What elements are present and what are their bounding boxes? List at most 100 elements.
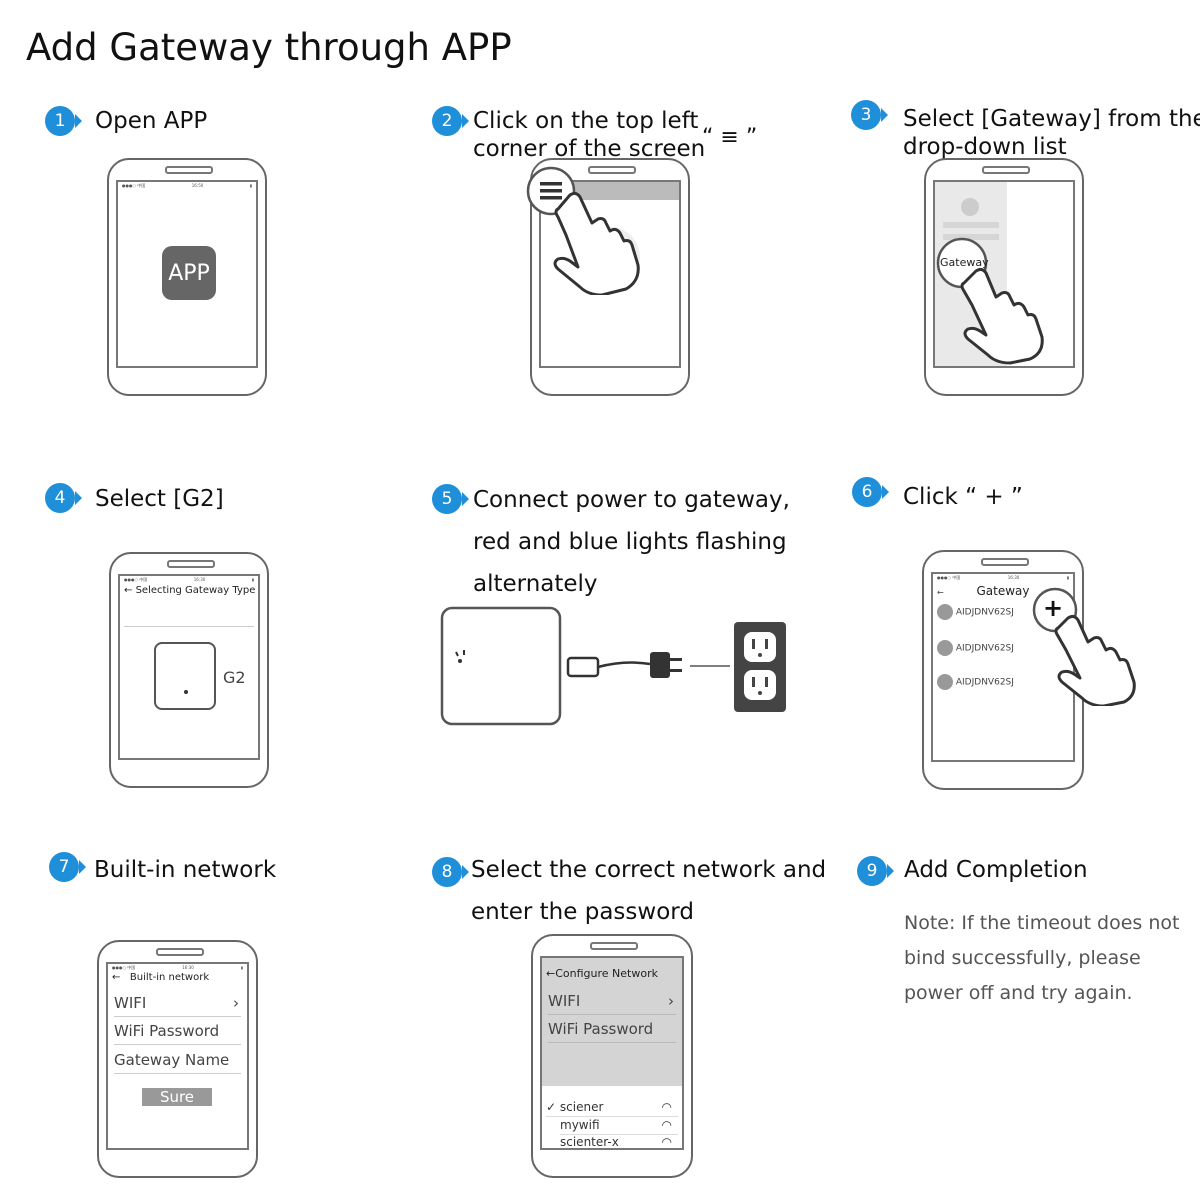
- wifi-icon: ◠: [661, 1118, 672, 1132]
- note-line3: power off and try again.: [904, 982, 1133, 1004]
- step-5-line1: Connect power to gateway,: [473, 487, 790, 513]
- avatar: [961, 198, 979, 216]
- step-7-text: Built-in network: [94, 857, 277, 883]
- gateway-power-diagram: [440, 606, 786, 726]
- network-item[interactable]: ✓ sciener ◠: [546, 1100, 678, 1117]
- step-4-text: Select [G2]: [95, 486, 224, 512]
- hand-pointer-icon: [526, 166, 640, 295]
- plus-icon[interactable]: +: [1043, 594, 1064, 622]
- step-8-line1: Select the correct network and: [471, 857, 827, 883]
- g2-label[interactable]: G2: [223, 668, 246, 687]
- wifi-password-field[interactable]: WiFi Password: [548, 1016, 676, 1043]
- phone-speaker: [167, 560, 215, 568]
- network-name: mywifi: [560, 1118, 600, 1132]
- wifi-icon: ◠: [661, 1100, 672, 1114]
- phone-speaker: [590, 942, 638, 950]
- header-label: Built-in network: [129, 972, 210, 983]
- step-3-line2: drop-down list: [903, 134, 1067, 160]
- back-arrow-icon[interactable]: ←: [937, 588, 944, 597]
- dimmed-overlay: [542, 958, 682, 1086]
- network-name: scienter-x: [560, 1135, 619, 1149]
- back-arrow-icon[interactable]: ←: [112, 972, 124, 983]
- step-5-badge: 5: [432, 484, 469, 514]
- back-arrow-icon[interactable]: ←: [124, 585, 136, 596]
- network-item[interactable]: mywifi ◠: [560, 1118, 678, 1135]
- step-2-badge: 2: [432, 106, 469, 136]
- screen-header: ← Selecting Gateway Type: [124, 585, 255, 596]
- wifi-icon: ◠: [661, 1135, 672, 1149]
- menu-line: [943, 222, 999, 228]
- phone-speaker: [155, 948, 204, 956]
- field-label: WIFI: [548, 992, 581, 1010]
- check-icon: ✓: [546, 1100, 557, 1114]
- gateway-icon: [937, 604, 953, 620]
- network-name: sciener: [559, 1100, 604, 1114]
- led-flash-icon: [455, 650, 465, 663]
- phone-speaker: [588, 166, 636, 174]
- device-led: [184, 690, 188, 694]
- step-5-line2: red and blue lights flashing: [473, 529, 787, 555]
- list-item[interactable]: AIDJDNV62SJ: [937, 674, 1014, 690]
- device-name: AIDJDNV62SJ: [955, 677, 1014, 688]
- step-1-badge: 1: [45, 106, 82, 136]
- phone-speaker: [165, 166, 213, 174]
- divider: [124, 626, 254, 627]
- field-label: WIFI: [114, 994, 147, 1012]
- gateway-device: [440, 606, 562, 726]
- sure-button[interactable]: Sure: [142, 1088, 212, 1106]
- usb-plug-icon: [566, 656, 600, 678]
- screen-header: Gateway: [976, 584, 1030, 598]
- step-5-line3: alternately: [473, 571, 598, 597]
- device-name: AIDJDNV62SJ: [955, 643, 1014, 654]
- step-2-line2: corner of the screen: [473, 136, 706, 162]
- header-label: Configure Network: [555, 967, 658, 980]
- device-name: AIDJDNV62SJ: [955, 607, 1014, 618]
- step-8-badge: 8: [432, 857, 469, 887]
- hand-pointer-icon: [936, 237, 1044, 365]
- gateway-name-field[interactable]: Gateway Name: [114, 1047, 241, 1074]
- screen-header: ←Configure Network: [546, 967, 658, 980]
- list-item[interactable]: AIDJDNV62SJ: [937, 604, 1014, 620]
- step-3-line1: Select [Gateway] from the: [903, 106, 1200, 132]
- step-9-text: Add Completion: [904, 857, 1088, 883]
- menu-line: [943, 234, 999, 240]
- screen-header: ← Built-in network: [112, 972, 209, 983]
- list-item[interactable]: AIDJDNV62SJ: [937, 640, 1014, 656]
- wifi-password-field[interactable]: WiFi Password: [114, 1018, 241, 1045]
- app-icon[interactable]: APP: [162, 246, 216, 300]
- menu-icon: [540, 182, 562, 200]
- gateway-menu-item[interactable]: Gateway: [940, 256, 989, 269]
- step-2-line1: Click on the top left: [473, 108, 699, 134]
- network-item[interactable]: scienter-x ◠: [560, 1135, 678, 1149]
- hand-pointer-icon: [1032, 587, 1136, 706]
- step-6-text: Click “ + ”: [903, 484, 1023, 510]
- chevron-right-icon: ›: [233, 994, 239, 1012]
- note-line2: bind successfully, please: [904, 947, 1141, 969]
- page-title: Add Gateway through APP: [26, 26, 512, 69]
- note-line1: Note: If the timeout does not: [904, 912, 1180, 934]
- step-6-badge: 6: [852, 477, 889, 507]
- step-7-badge: 7: [49, 852, 86, 882]
- step-9-badge: 9: [857, 856, 894, 886]
- menu-symbol: “ ≡ ”: [702, 125, 758, 150]
- gateway-icon: [937, 640, 953, 656]
- step-1-text: Open APP: [95, 108, 208, 134]
- plug-icon: [650, 652, 682, 678]
- wifi-field[interactable]: WIFI ›: [114, 990, 241, 1017]
- wifi-field[interactable]: WIFI ›: [548, 988, 676, 1015]
- back-arrow-icon[interactable]: ←: [546, 967, 556, 980]
- g2-device-image[interactable]: [154, 642, 216, 710]
